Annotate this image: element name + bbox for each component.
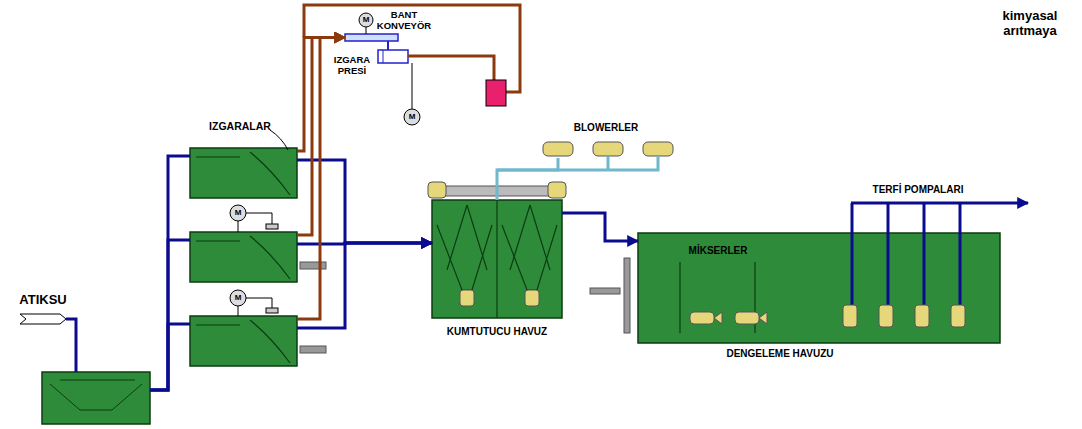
leader-line [270,130,288,150]
pipe-connector [297,38,345,320]
blower-symbol [643,142,673,156]
inlet-label: ATIKSU [19,293,66,308]
pipe-connector [562,213,638,241]
screen-tank: IZGARALAR [190,148,297,198]
pump-symbol [915,305,929,327]
pipe-connector [150,240,190,390]
screen-tank: M [190,316,297,366]
screen-tank: M [190,232,297,282]
blower-symbol [593,142,623,156]
destination-label: kimyasal arıtmaya [984,9,1076,39]
mixer-label: MİKSERLER [689,245,748,257]
screen-tank [190,316,297,366]
pipe-connector [150,156,190,390]
motor-symbol [230,290,246,306]
tank-label: DENGELEME HAVUZU [726,348,833,360]
pump-symbol [843,305,857,327]
motor-symbol [404,109,420,125]
mixer-symbol [690,312,714,324]
blower-symbol [543,142,573,156]
motor-symbol [359,13,373,27]
pipe-connector [497,158,558,200]
motor-letter: M [235,293,242,302]
blower-label: BLOWERLER [574,122,638,134]
inlet-tank: ATIKSU [42,372,150,424]
screen-group-label: IZGARALAR [209,120,271,132]
press-label: IZGARA PRESİ [329,55,375,77]
inflow-arrow [20,314,66,324]
motor-letter: M [235,208,242,217]
waste-bin [486,80,506,106]
pump-symbol [951,305,965,327]
tank-label: KUMTUTUCU HAVUZ [447,326,547,338]
motor-letter: M [363,15,370,24]
equalization-tank [638,233,1000,343]
motor-letter: M [409,112,416,121]
conveyor-label: BANT KONVEYÖR [374,10,434,32]
screen-press [378,50,408,63]
pipe-connector [297,243,432,328]
pump-symbol [879,305,893,327]
grit-chamber: KUMTUTUCU HAVUZ [432,200,562,318]
pump-label: TERFİ POMPALARI [873,184,964,196]
mixer-symbol [735,312,759,324]
pipe-connector [297,160,432,243]
screen-tank [190,232,297,282]
screen-tank [190,148,297,198]
pipe-connector [387,41,389,50]
motor-symbol [230,205,246,221]
screen-press: IZGARA PRESİ [378,50,408,63]
grit-tank [432,200,562,318]
inlet-tank [42,372,150,424]
pipe-connector [150,324,190,390]
belt-conveyor: BANT KONVEYÖR [345,34,398,41]
belt-conveyor [345,34,398,41]
blower-group: BLOWERLER [540,140,680,158]
